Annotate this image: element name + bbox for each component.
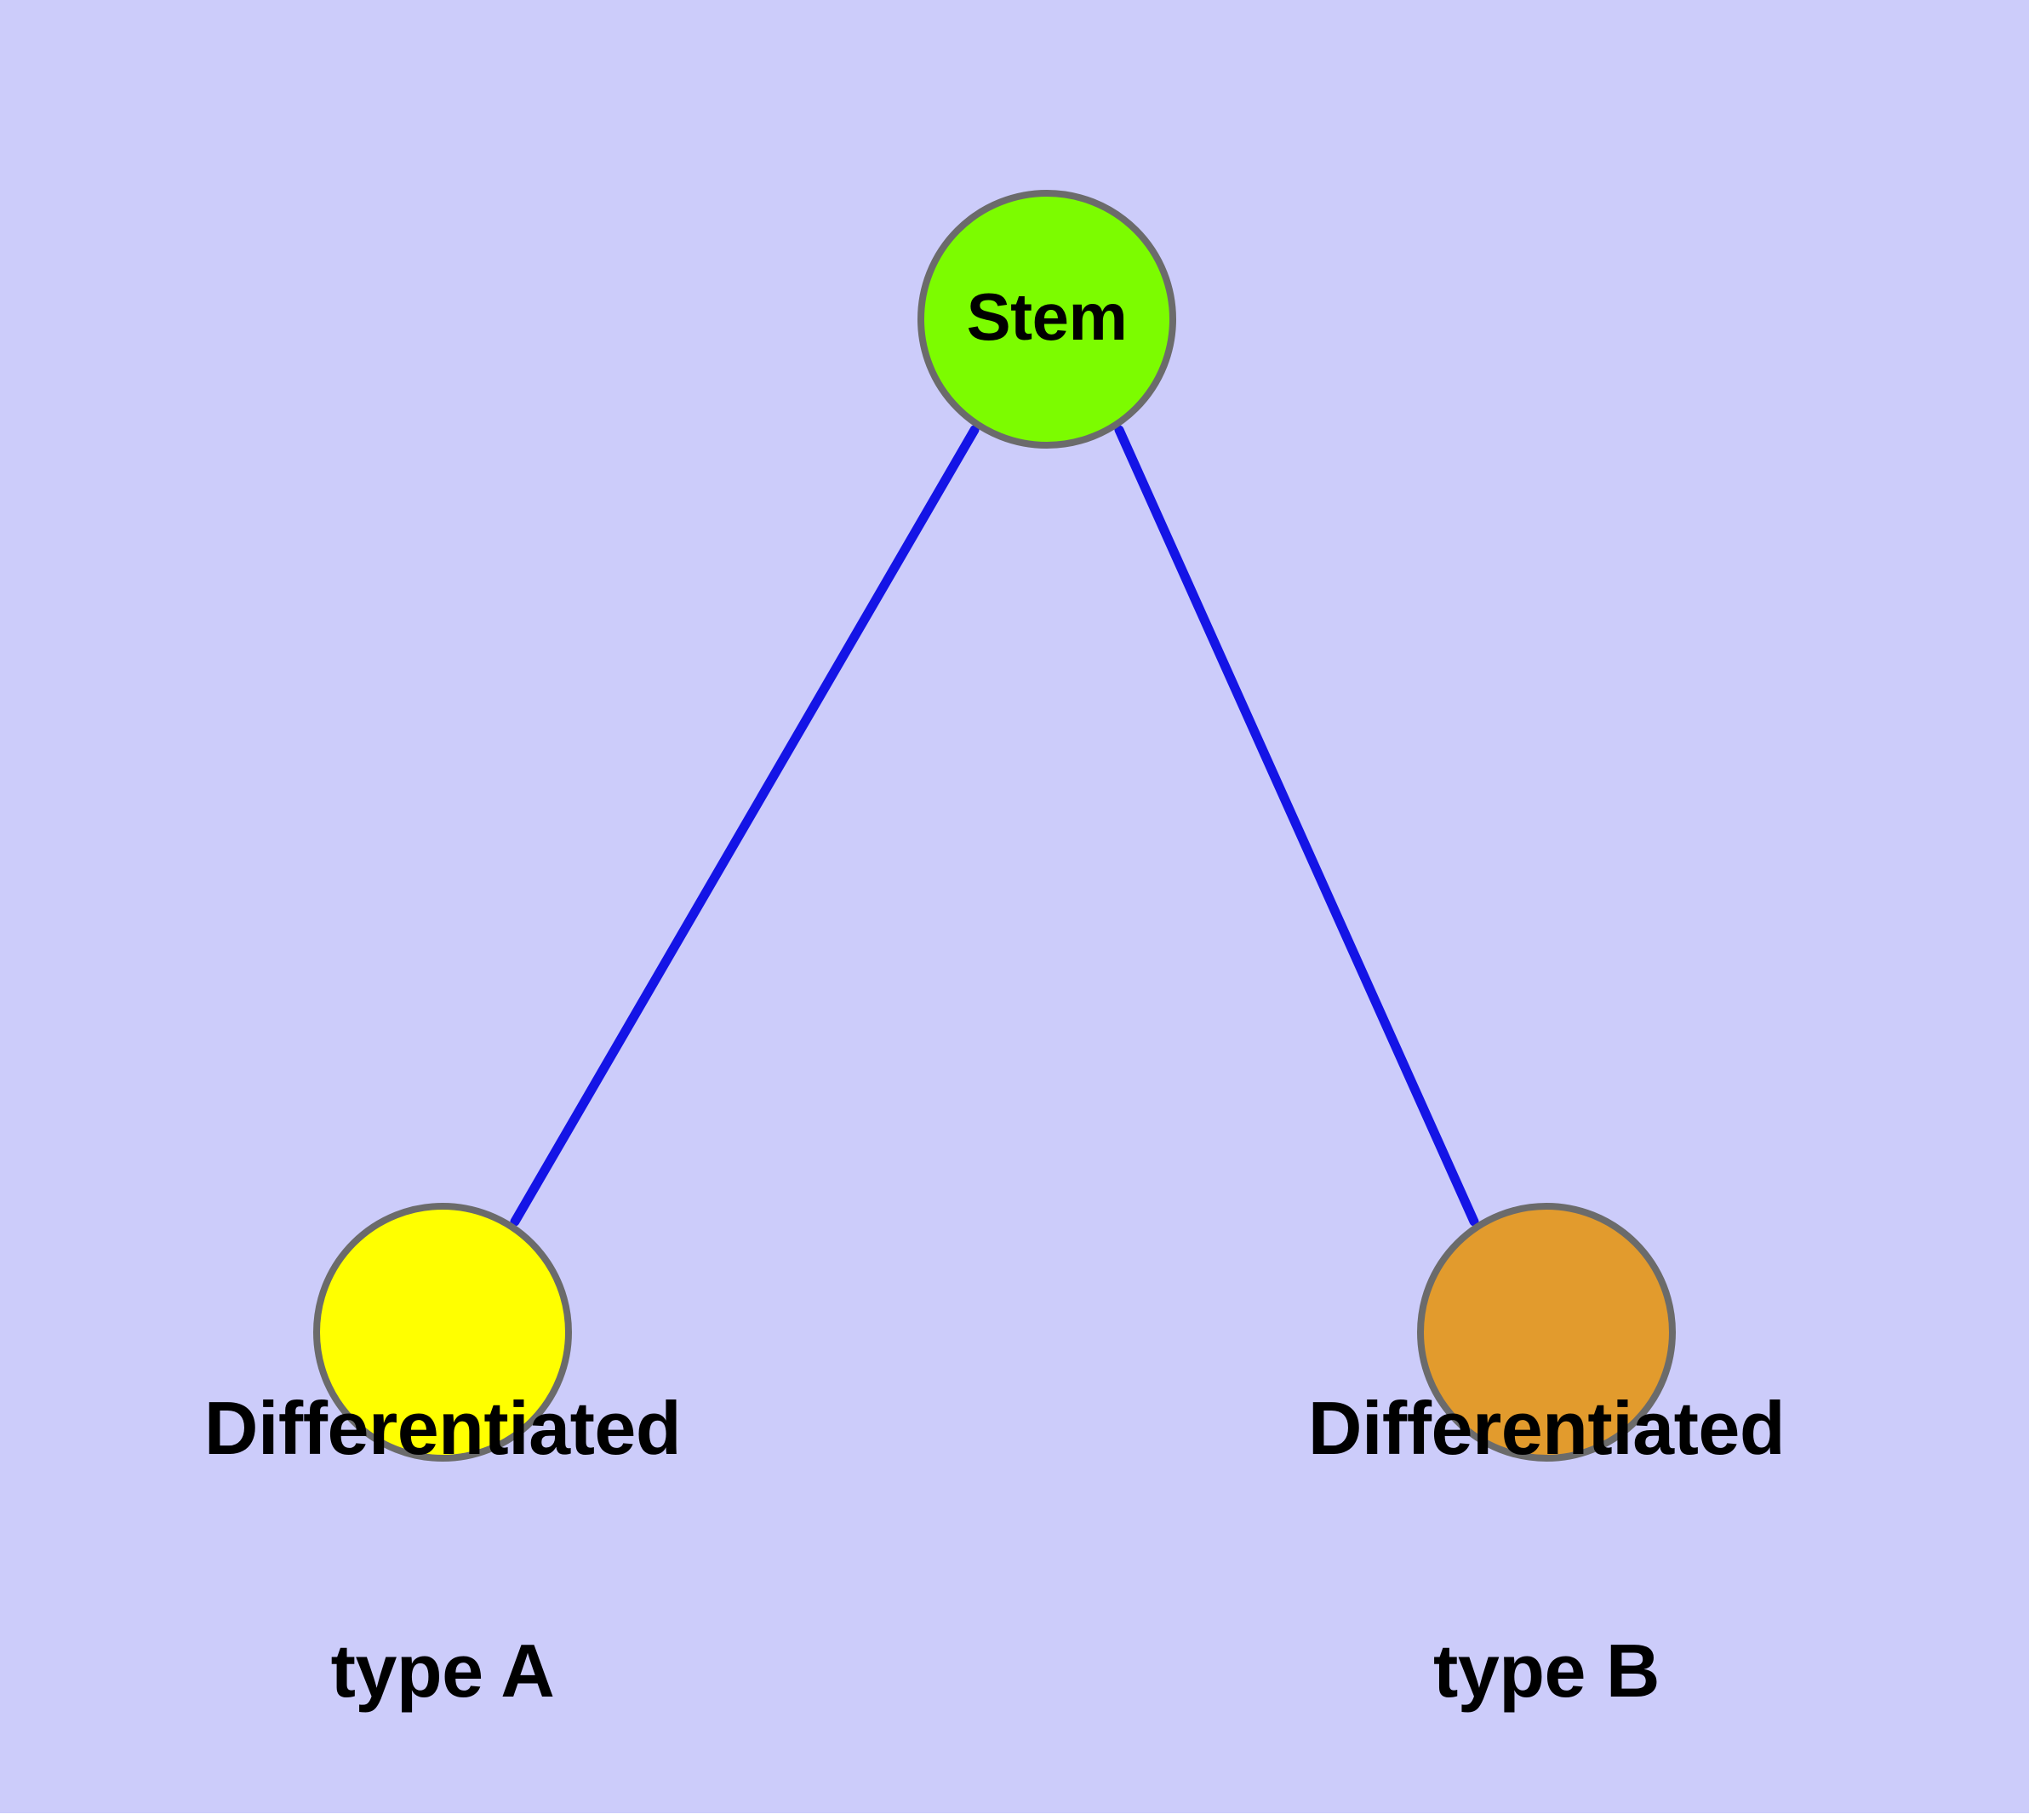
node-layer — [313, 190, 1676, 1462]
edge-layer — [510, 425, 1479, 1227]
edge-stem-to-diff-b[interactable] — [1114, 425, 1479, 1227]
node-stem[interactable] — [917, 190, 1176, 449]
node-differentiated-type-b[interactable] — [1417, 1203, 1676, 1462]
bottom-white-strip — [0, 1813, 2029, 1820]
node-differentiated-type-a[interactable] — [313, 1203, 572, 1462]
edge-stem-to-diff-a[interactable] — [510, 425, 980, 1227]
